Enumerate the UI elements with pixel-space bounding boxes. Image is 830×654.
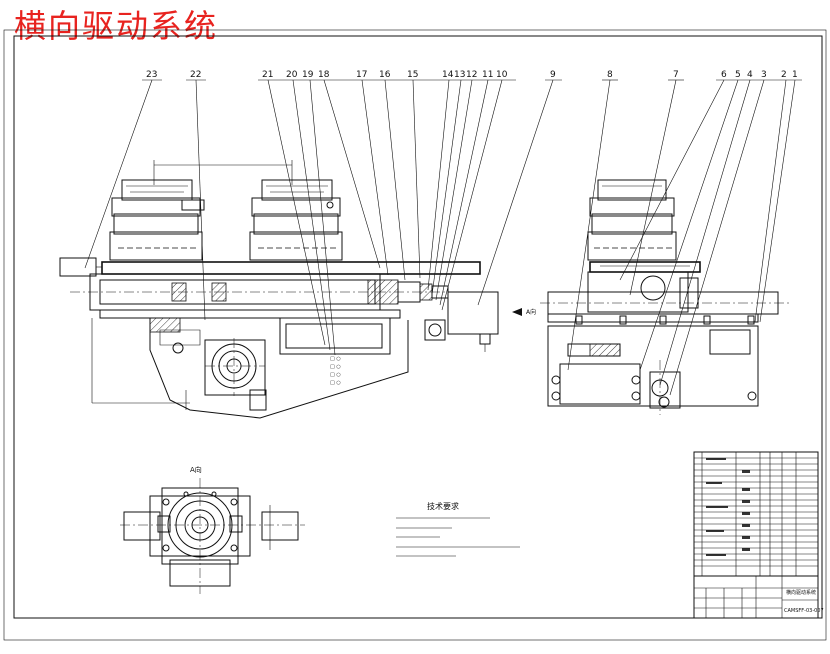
drawing-title: 横向驱动系统	[14, 7, 219, 45]
balloon-19: 19	[302, 70, 314, 80]
side-view	[540, 179, 790, 415]
drawing-number: CAMSFF-03-007	[784, 608, 824, 614]
balloon-5: 5	[735, 70, 741, 80]
svg-text:□ ○: □ ○	[330, 356, 341, 362]
balloon-15: 15	[407, 70, 418, 80]
balloon-1: 1	[792, 70, 798, 80]
title-block-name: 横向驱动系统	[786, 589, 816, 596]
direction-marker: A向	[526, 308, 536, 316]
balloon-7: 7	[673, 70, 679, 80]
balloon-numbers: 23 22 21 20 19 18 17 16 15 14 13 12 11 1…	[146, 70, 798, 80]
balloon-8: 8	[607, 70, 613, 80]
balloon-12: 12	[466, 70, 477, 80]
balloon-6: 6	[721, 70, 727, 80]
a-view-label: A向	[190, 465, 202, 474]
balloon-14: 14	[442, 70, 454, 80]
parts-list	[693, 451, 819, 577]
tech-req-title: 技术要求	[427, 501, 459, 511]
a-view: A向	[120, 465, 305, 594]
leader-lines	[84, 79, 796, 396]
balloon-17: 17	[356, 70, 367, 80]
balloon-13: 13	[454, 70, 465, 80]
balloon-21: 21	[262, 70, 273, 80]
balloon-22: 22	[190, 70, 201, 80]
balloon-10: 10	[496, 70, 508, 80]
balloon-18: 18	[318, 70, 330, 80]
balloon-2: 2	[781, 70, 787, 80]
front-view: A向 □ ○ □ ○ □ ○ □ ○	[59, 160, 536, 419]
svg-text:□ ○: □ ○	[330, 364, 341, 370]
outer-border	[3, 29, 827, 641]
balloon-16: 16	[379, 70, 391, 80]
balloon-9: 9	[550, 70, 556, 80]
title-block: 横向驱动系统 CAMSFF-03-007	[693, 575, 824, 619]
balloon-20: 20	[286, 70, 298, 80]
inner-border	[13, 35, 823, 619]
balloon-3: 3	[761, 70, 767, 80]
balloon-4: 4	[747, 70, 753, 80]
technical-requirements: 技术要求	[396, 501, 520, 557]
motor-unit-right	[249, 179, 343, 261]
motor-unit-left	[109, 179, 205, 261]
svg-text:□ ○: □ ○	[330, 372, 341, 378]
svg-text:□ ○: □ ○	[330, 380, 341, 386]
balloon-11: 11	[482, 70, 493, 80]
balloon-23: 23	[146, 70, 157, 80]
